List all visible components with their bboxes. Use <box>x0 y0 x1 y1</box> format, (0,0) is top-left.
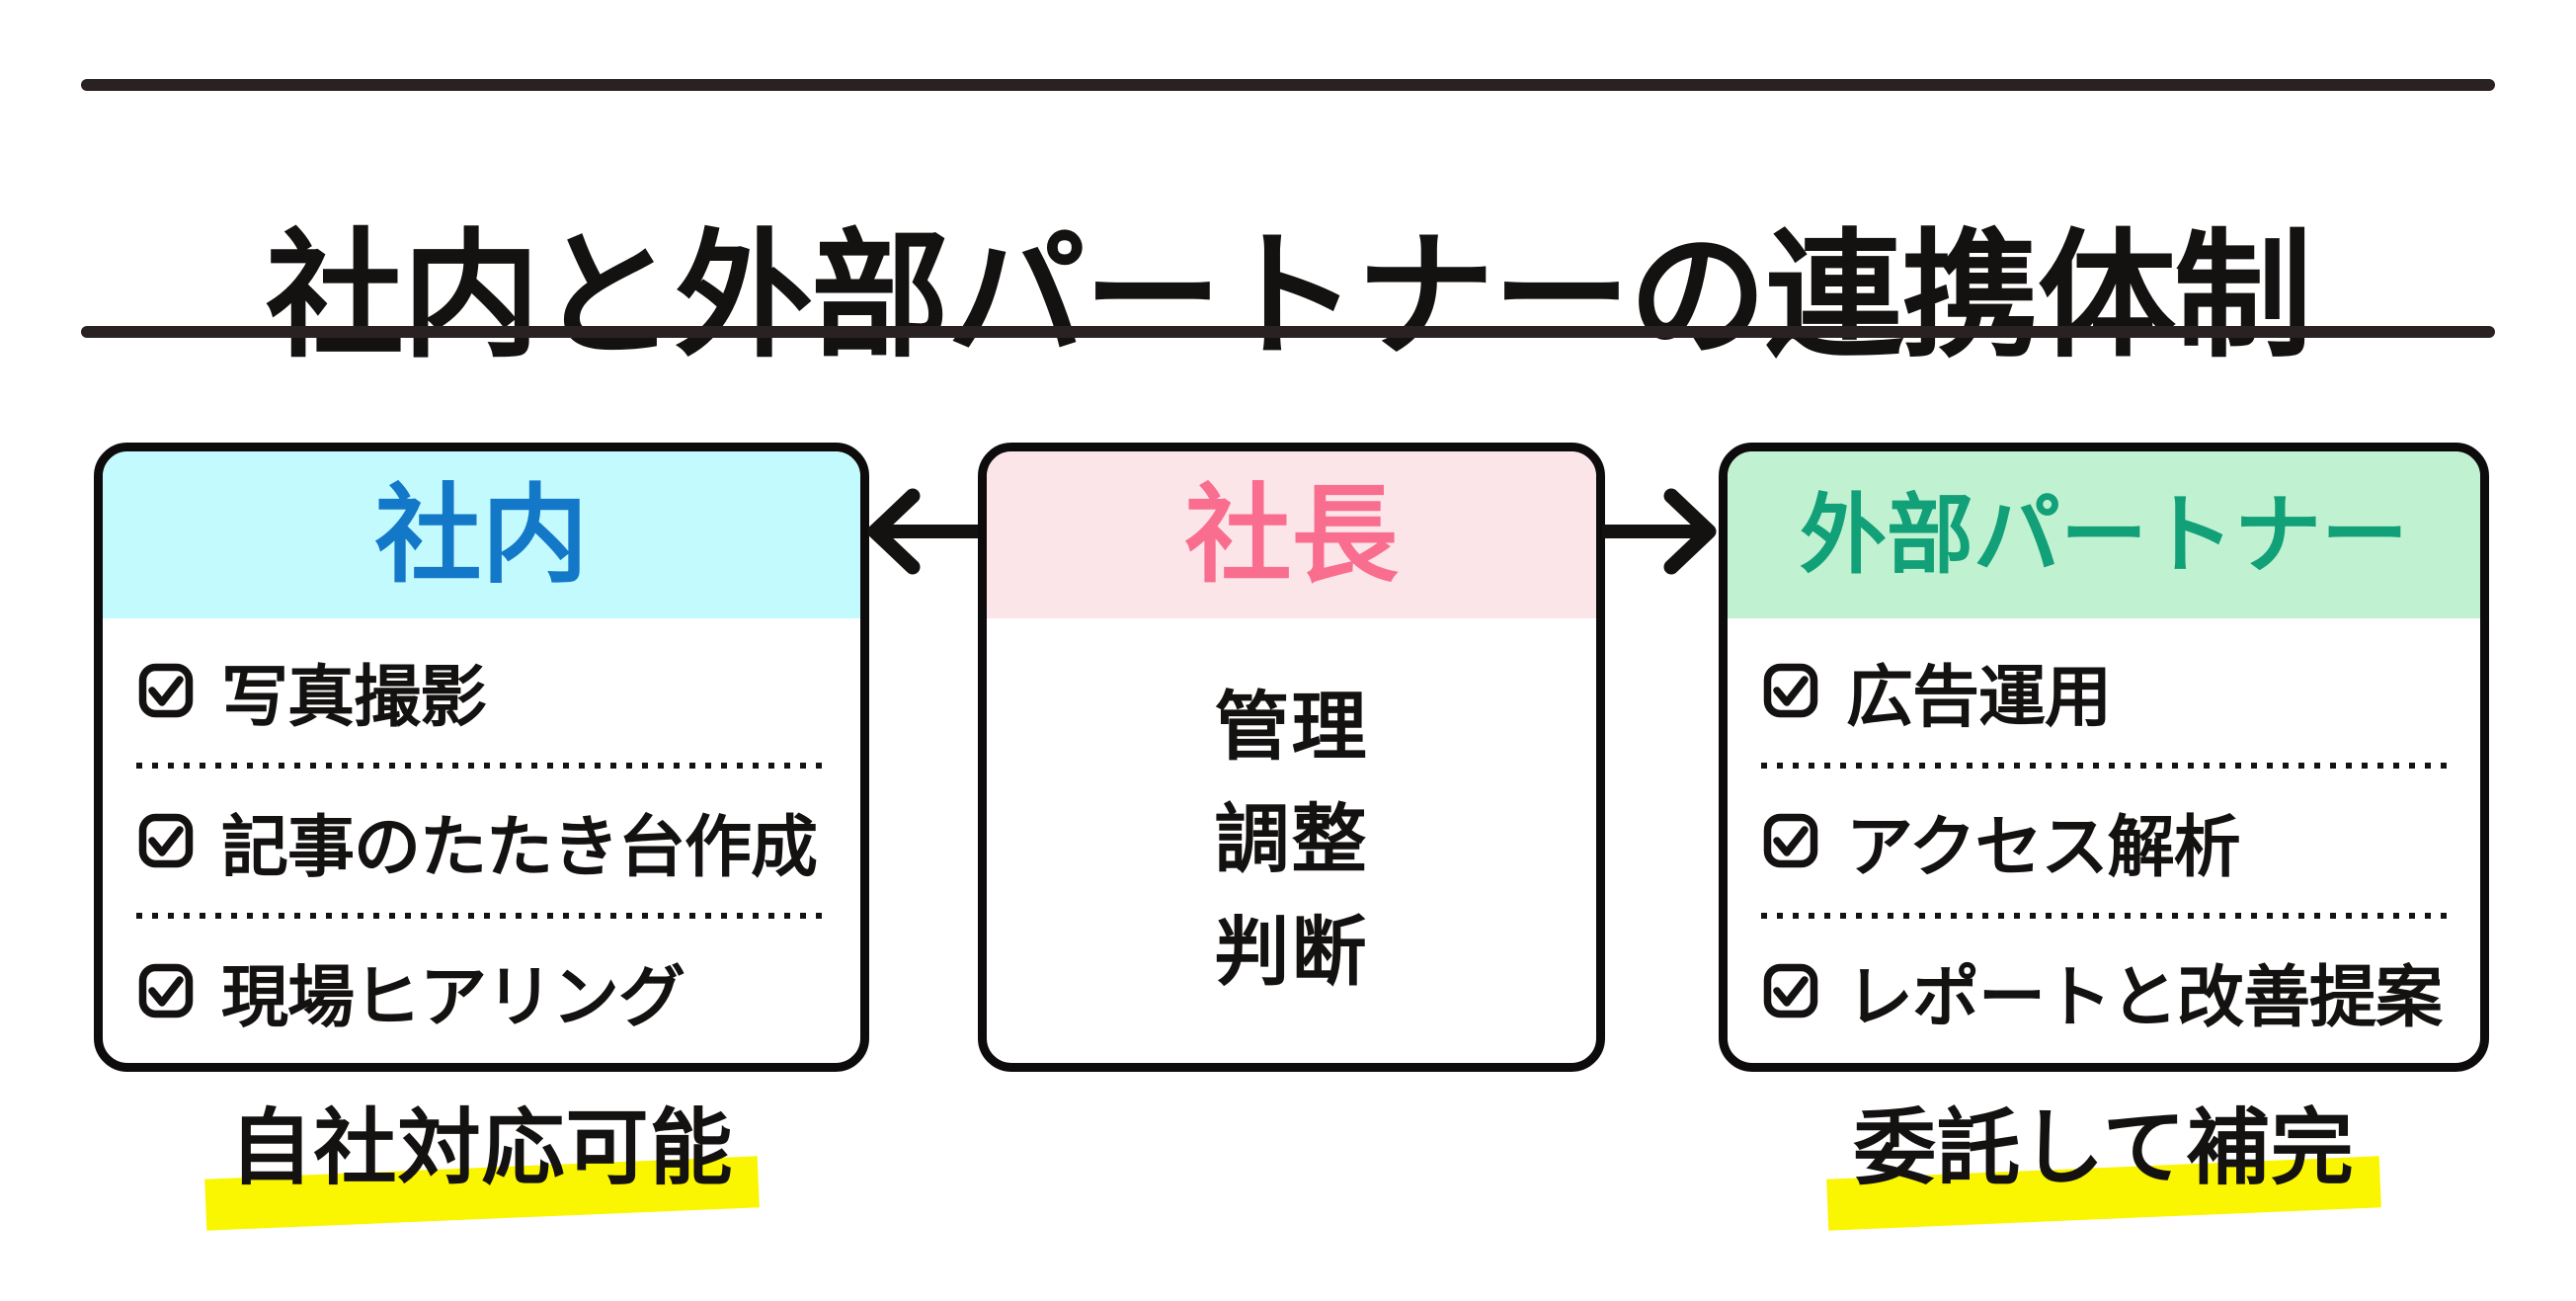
page-title: 社内と外部パートナーの連携体制 <box>265 217 2312 373</box>
title-rule-bottom <box>81 326 2495 338</box>
internal-box: 社内 写真撮影 記事のたたき台作成 現場ヒアリング <box>94 443 869 1072</box>
external-box-header: 外部パートナー <box>1728 451 2480 618</box>
checkbox-checked-icon <box>1763 813 1818 868</box>
external-item-label: アクセス解析 <box>1846 809 2241 885</box>
checkbox-checked-icon <box>138 663 194 718</box>
internal-item-label: 記事のたたき台作成 <box>221 809 818 885</box>
checkbox-checked-icon <box>1763 663 1818 718</box>
president-box-header: 社長 <box>987 451 1596 618</box>
external-box-title: 外部パートナー <box>1799 485 2408 584</box>
internal-item-row: 記事のたたき台作成 <box>103 769 860 913</box>
arrow-left-icon <box>867 488 982 575</box>
internal-item-row: 写真撮影 <box>103 618 860 763</box>
dotted-divider <box>136 763 827 769</box>
checkbox-checked-icon <box>138 813 194 868</box>
checkbox-checked-icon <box>138 963 194 1018</box>
internal-item-label: 現場ヒアリング <box>221 959 685 1035</box>
president-box: 社長 管理 調整 判断 <box>978 443 1605 1072</box>
president-duty-label: 管理 <box>1214 686 1369 770</box>
president-box-title: 社長 <box>1184 474 1399 595</box>
title-rule-top <box>81 79 2495 91</box>
internal-note-label: 自社対応可能 <box>229 1101 734 1194</box>
internal-box-body: 写真撮影 記事のたたき台作成 現場ヒアリング <box>103 618 860 1063</box>
dotted-divider <box>136 913 827 919</box>
internal-note: 自社対応可能 <box>94 1106 869 1245</box>
external-item-label: レポートと改善提案 <box>1846 959 2443 1035</box>
external-item-label: 広告運用 <box>1846 659 2112 735</box>
external-box: 外部パートナー 広告運用 アクセス解析 レポートと改善提案 <box>1719 443 2489 1072</box>
internal-box-header: 社内 <box>103 451 860 618</box>
dotted-divider <box>1761 763 2447 769</box>
dotted-divider <box>1761 913 2447 919</box>
external-note: 委託して補完 <box>1719 1106 2489 1245</box>
internal-box-title: 社内 <box>374 474 589 595</box>
external-item-row: 広告運用 <box>1728 618 2480 763</box>
external-item-row: アクセス解析 <box>1728 769 2480 913</box>
external-note-label: 委託して補完 <box>1853 1101 2355 1194</box>
checkbox-checked-icon <box>1763 963 1818 1018</box>
external-box-body: 広告運用 アクセス解析 レポートと改善提案 <box>1728 618 2480 1063</box>
internal-item-row: 現場ヒアリング <box>103 919 860 1063</box>
president-duty-label: 調整 <box>1214 798 1369 882</box>
internal-item-label: 写真撮影 <box>221 659 487 735</box>
external-item-row: レポートと改善提案 <box>1728 919 2480 1063</box>
arrow-right-icon <box>1602 488 1717 575</box>
president-duty-label: 判断 <box>1214 911 1369 995</box>
president-box-body: 管理 調整 判断 <box>987 618 1596 1063</box>
